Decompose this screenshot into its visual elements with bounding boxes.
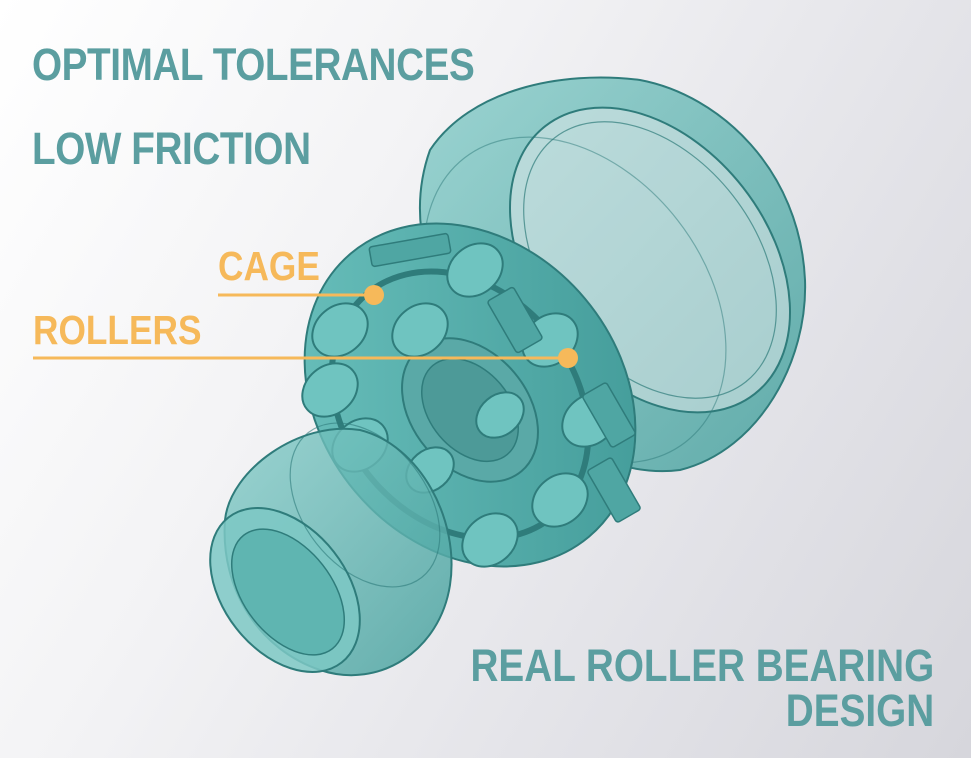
cage-and-rollers xyxy=(301,222,641,568)
tagline-line-1: REAL ROLLER BEARING xyxy=(470,640,934,691)
inner-ring xyxy=(209,422,453,677)
headline-optimal-tolerances: OPTIMAL TOLERANCES xyxy=(32,39,475,90)
headline-low-friction: LOW FRICTION xyxy=(32,123,311,174)
tagline: REAL ROLLER BEARING DESIGN xyxy=(470,643,934,733)
callout-rollers-label: ROLLERS xyxy=(33,307,202,353)
tagline-line-2: DESIGN xyxy=(785,685,934,736)
callout-cage-label: CAGE xyxy=(218,243,320,289)
